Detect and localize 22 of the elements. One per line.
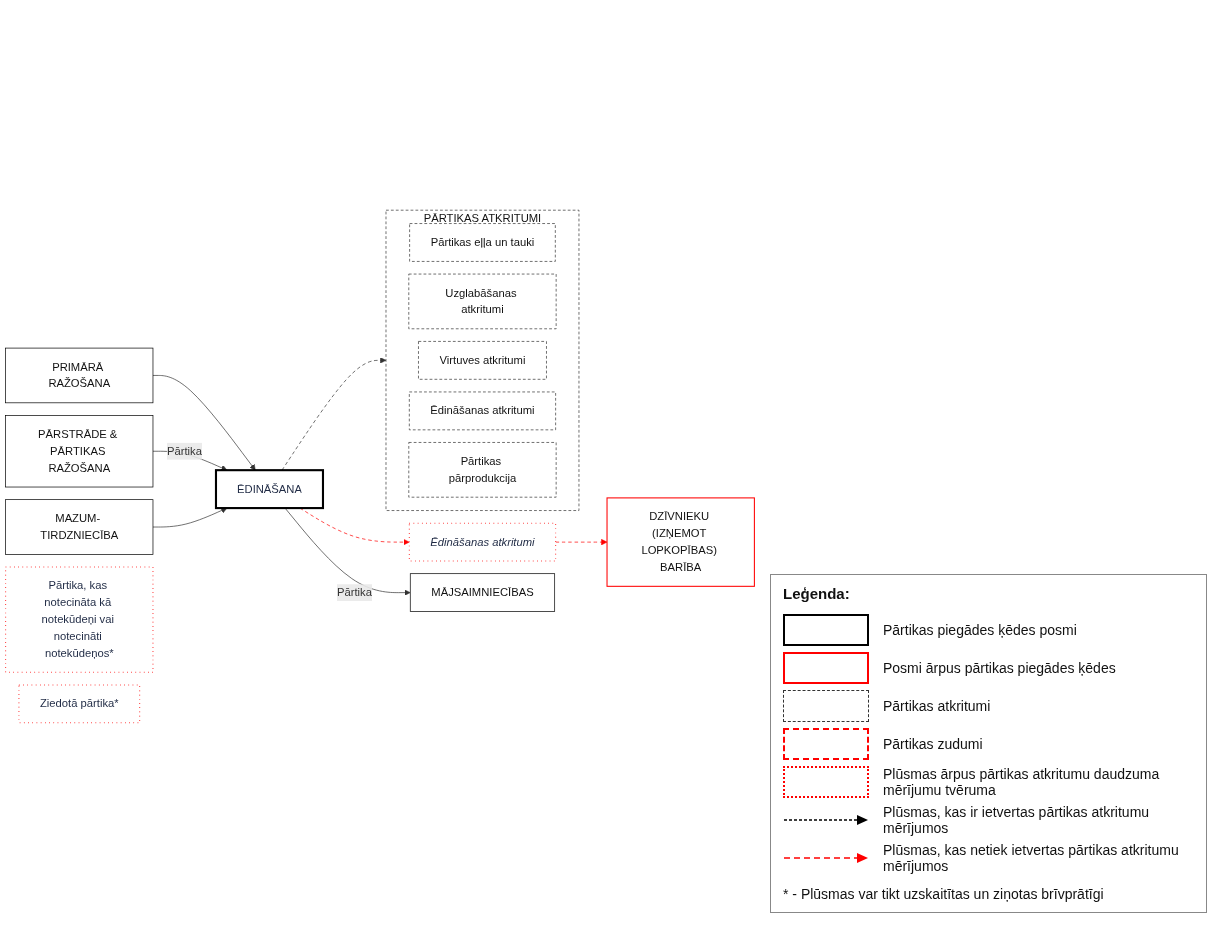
legend-text: Plūsmas, kas ir ietvertas pārtikas atkritumu mērījumos <box>883 804 1151 836</box>
node-box: PĀRSTRĀDE & PĀRTIKAS RAŽOŠANA <box>5 415 154 488</box>
node-box: Pārtikas eļļa un tauki <box>409 223 556 262</box>
legend-text: Pārtikas atkritumi <box>883 698 991 714</box>
node-box: Virtuves atkritumi <box>418 341 547 380</box>
legend-text: Plūsmas, kas netiek ietvertas pārtikas atkritumu mērījumos <box>883 842 1180 874</box>
legend-title: Leģenda: <box>783 585 850 602</box>
node-box: Uzglabāšanas atkritumi <box>408 273 557 330</box>
node-box: Ēdināšanas atkritumi <box>408 391 556 431</box>
footnote: * - Plūsmas var tikt uzskaitītas un ziņotas brīvprātīgi <box>783 886 1104 902</box>
node-box: DZĪVNIEKU (IZŅEMOT LOPKOPĪBAS) BARĪBA <box>606 497 755 587</box>
legend-text: Plūsmas ārpus pārtikas atkritumu daudzuma mērījumu tvēruma <box>883 766 1161 798</box>
node-box: MĀJSAIMNIECĪBAS <box>409 573 556 612</box>
legend-text: Posmi ārpus pārtikas piegādes ķēdes <box>883 660 1116 676</box>
node-box: PRIMĀRĀ RAŽOŠANA <box>5 347 154 404</box>
legend-text: Pārtikas zudumi <box>883 736 983 752</box>
edge-label: Pārtika <box>167 444 202 457</box>
legend-text: Pārtikas piegādes ķēdes posmi <box>883 622 1077 638</box>
node-box: Pārtikas pārprodukcija <box>408 442 557 498</box>
node-box: MAZUM- TIRDZNIECĪBA <box>5 499 154 555</box>
node-box: ĒDINĀŠANA <box>214 469 325 510</box>
edge-label: Pārtika <box>337 586 372 599</box>
